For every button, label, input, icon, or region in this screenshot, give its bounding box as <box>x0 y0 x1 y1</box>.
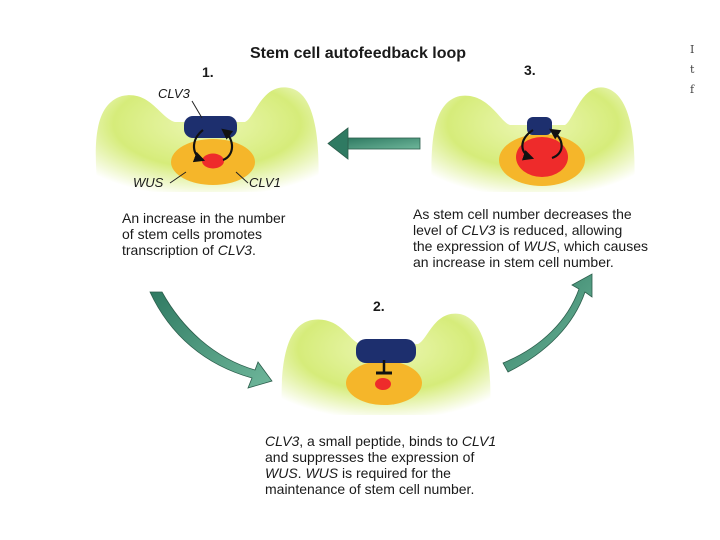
caption-text: An increase in the number <box>122 210 286 226</box>
caption-text: As stem cell number decreases the <box>413 206 632 222</box>
wus-spot-3 <box>516 137 568 177</box>
caption-line: An increase in the number <box>122 210 285 226</box>
edge-glyph-1: I <box>690 43 695 56</box>
clv3-leader-line <box>191 100 203 119</box>
caption-text: the expression of <box>413 238 524 254</box>
gene-name: CLV1 <box>461 433 497 449</box>
caption-line: and suppresses the expression of <box>265 449 496 465</box>
wus-spot-1 <box>202 153 224 169</box>
wus-spot-2 <box>375 378 391 390</box>
caption-line: transcription of CLV3. <box>122 242 285 258</box>
caption-text: . <box>297 465 306 481</box>
caption-line: an increase in stem cell number. <box>413 254 648 270</box>
caption-line: WUS. WUS is required for the <box>265 465 496 481</box>
cycle-arrow-3-to-1 <box>327 127 421 160</box>
gene-name: CLV3 <box>265 433 300 449</box>
caption-text: an increase in stem cell number. <box>413 254 614 270</box>
caption-text: , which causes <box>556 238 649 254</box>
step-2-number: 2. <box>373 298 385 314</box>
clv1-leader-line <box>235 171 249 184</box>
feedback-arrow-1-left <box>192 129 206 163</box>
feedback-arrow-3-right <box>549 128 563 160</box>
meristem-1 <box>95 87 319 192</box>
caption-text: is required for the <box>338 465 451 481</box>
feedback-arrow-1-right <box>221 128 234 162</box>
step-1-number: 1. <box>202 64 214 80</box>
gene-name: CLV3 <box>461 222 496 238</box>
caption-line: of stem cells promotes <box>122 226 285 242</box>
caption-text: . <box>251 242 256 258</box>
caption-text: transcription of <box>122 242 218 258</box>
caption-text: maintenance of stem cell number. <box>265 481 475 497</box>
step-3-number: 3. <box>524 62 536 78</box>
edge-glyph-3: f <box>690 83 695 96</box>
meristem-3 <box>431 87 635 192</box>
caption-line: CLV3, a small peptide, binds to CLV1 <box>265 433 496 449</box>
clv3-label: CLV3 <box>158 86 190 101</box>
wus-leader-line <box>169 171 187 184</box>
clv3-domain-2 <box>356 339 416 363</box>
clv1-label: CLV1 <box>249 175 281 190</box>
caption-line: the expression of WUS, which causes <box>413 238 648 254</box>
caption-text: is reduced, allowing <box>495 222 623 238</box>
feedback-arrow-3-left <box>521 129 535 161</box>
gene-name: WUS <box>523 238 557 254</box>
meristem-2 <box>281 313 491 415</box>
caption-text: and suppresses the expression of <box>265 449 475 465</box>
cycle-arrow-2-to-3 <box>502 273 593 373</box>
caption-line: level of CLV3 is reduced, allowing <box>413 222 648 238</box>
caption-text: level of <box>413 222 462 238</box>
caption-text: of stem cells promotes <box>122 226 263 242</box>
edge-glyph-2: t <box>690 63 695 76</box>
gene-name: WUS <box>265 465 298 481</box>
caption-text: , a small peptide, binds to <box>299 433 462 449</box>
caption-line: maintenance of stem cell number. <box>265 481 496 497</box>
diagram-title: Stem cell autofeedback loop <box>250 45 467 62</box>
cycle-arrow-1-to-2 <box>149 291 273 389</box>
gene-name: WUS <box>305 465 339 481</box>
gene-name: CLV3 <box>217 242 252 258</box>
caption-line: As stem cell number decreases the <box>413 206 648 222</box>
wus-label: WUS <box>133 175 164 190</box>
